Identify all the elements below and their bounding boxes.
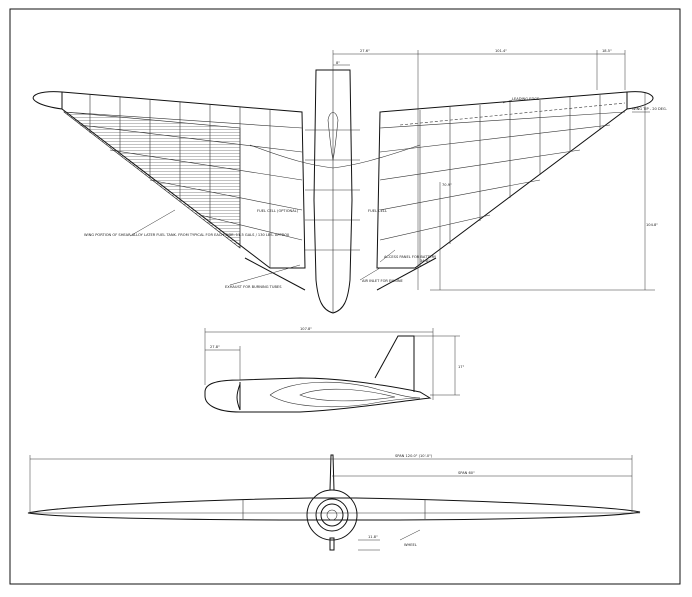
callout-intake: AIR INLET FOR ENGINE [362, 279, 404, 283]
canopy-plan [327, 112, 339, 161]
callout-leading-edge: LEADING EDGE [512, 97, 540, 101]
intake-ring-outer [315, 498, 349, 532]
left-trailing-edge [244, 257, 306, 291]
plan-dimension-lines [332, 50, 655, 291]
vertical-fin [374, 335, 415, 392]
dim-fin-height: 17" [458, 365, 465, 369]
left-wing-ribs [63, 95, 303, 268]
right-wing-outline [376, 91, 654, 269]
callout-wing-tip: WING TIP - 20 DEG. [632, 107, 667, 111]
dim-chord-a: 70.9" [442, 183, 452, 187]
dim-outer-span: 101.4" [495, 49, 507, 53]
dim-wheel-height: 11.8" [368, 535, 378, 539]
dim-tip: 18.5" [602, 49, 612, 53]
engine-hub [326, 509, 338, 521]
canopy-side-lower [269, 394, 421, 408]
callout-fuel-cell-left: FUEL CELL (OPTIONAL) [257, 209, 299, 213]
callout-exhaust: EXHAUST FOR BURNING TUBES [225, 285, 282, 289]
intake-ring-inner [320, 503, 344, 527]
callout-wheel: WHEEL [404, 543, 417, 547]
fuselage-front [306, 489, 358, 541]
dim-center-section: 27.6" [360, 49, 370, 53]
dim-chord-b: 34.8" [420, 259, 430, 263]
right-trailing-edge [376, 257, 437, 291]
dim-nose: 8" [336, 61, 340, 65]
fin-front [329, 454, 335, 491]
fuselage-side [204, 377, 432, 413]
side-view: 107.8" 27.8" 17" [204, 327, 465, 413]
right-wing-ribs [379, 95, 626, 266]
front-view: SPAN 120.0" (10'-0") SPAN 60" 11.8" WHEE… [27, 454, 641, 551]
side-dimension-lines [204, 328, 460, 400]
dim-nose-to-intake: 27.8" [210, 345, 220, 349]
callout-fuel-cell-right: FUEL CELL [368, 209, 387, 213]
plan-leader-lines [129, 99, 650, 286]
dim-side-length: 107.8" [300, 327, 312, 331]
cockpit-detail [299, 388, 396, 402]
plan-view: 27.6" 101.4" 18.5" 8" 104.8" 70.9" 34.8"… [32, 49, 667, 314]
wing-front-outline [27, 497, 641, 521]
canopy-side-upper [269, 381, 421, 399]
fuel-tank-hatched-area [63, 111, 241, 249]
wheel-front [329, 537, 335, 551]
dim-total-length: 104.8" [646, 223, 658, 227]
callout-fuel-tank: WING PORTION OF SHEAR-ALLOY LATER FUEL T… [84, 233, 290, 237]
nose-cone [236, 383, 241, 411]
callout-access-panel: ACCESS PANEL FOR BATTERY [384, 255, 437, 259]
dim-half-span: SPAN 60" [458, 471, 475, 475]
dim-span: SPAN 120.0" (10'-0") [395, 454, 433, 458]
front-dimension-lines [29, 455, 633, 551]
fuselage-bays [249, 129, 421, 251]
drawing-border [9, 8, 681, 585]
